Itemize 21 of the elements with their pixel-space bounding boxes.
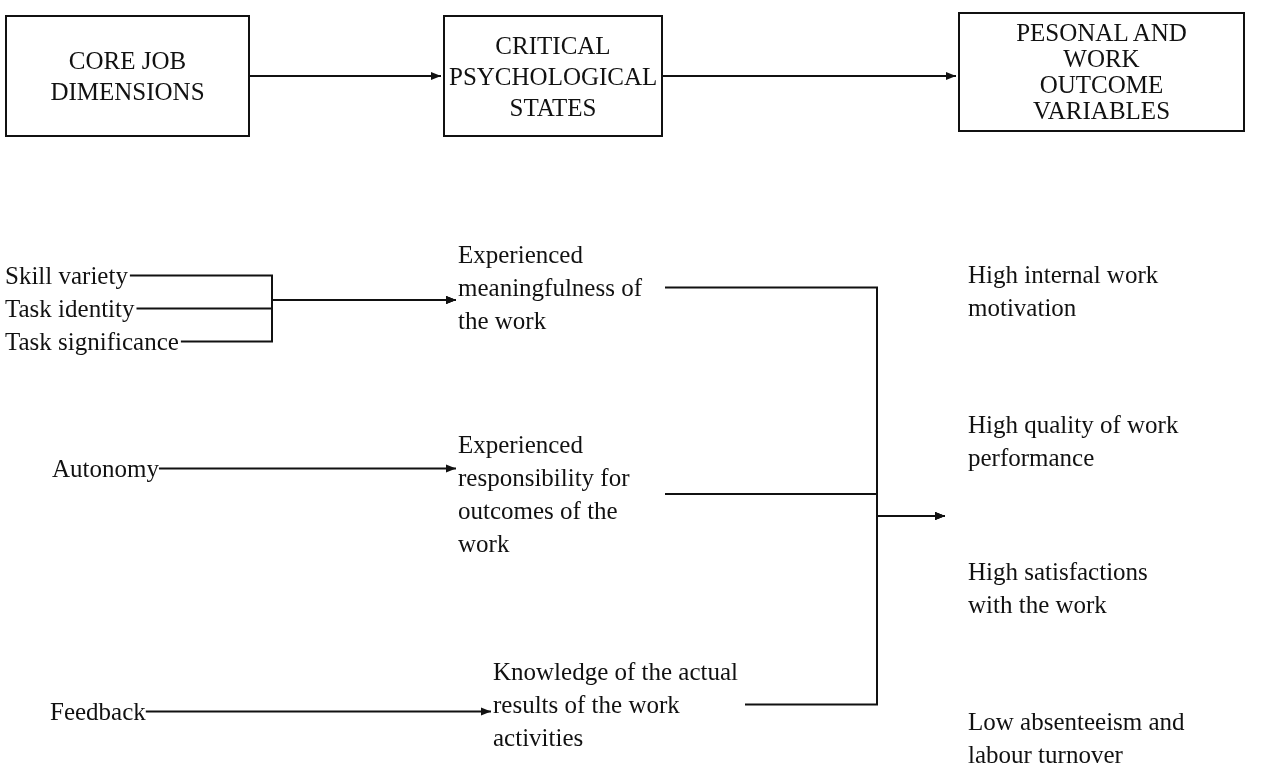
item-text: Autonomy — [52, 452, 159, 485]
header-box: CORE JOB DIMENSIONS — [5, 15, 250, 137]
arrow — [157, 464, 457, 473]
outcome-text: High satisfactions with the work — [968, 557, 1149, 620]
outcome-text: High internal work motivation — [968, 260, 1160, 323]
outcome-text: High quality of work performance — [968, 410, 1180, 473]
header-box: PESONAL AND WORK OUTCOME VARIABLES — [958, 12, 1245, 132]
item-text: Knowledge of the actual results of the work activities — [493, 655, 743, 754]
item-text: Experienced responsibility for outcomes of the work — [458, 428, 663, 560]
bracket-arrow — [179, 296, 457, 343]
item-text: Skill variety — [5, 259, 128, 292]
item-text: Experienced meaningfulness of the work — [458, 238, 663, 337]
header-box: CRITICAL PSYCHOLOGICAL STATES — [443, 15, 663, 137]
item-text: Task significance — [5, 325, 179, 358]
arrow — [144, 707, 492, 716]
arrow — [249, 72, 442, 80]
arrow — [662, 72, 957, 80]
item-text: Task identity — [5, 292, 135, 325]
outcome-text: Low absenteeism and labour turnover — [968, 707, 1186, 769]
item-text: Feedback — [50, 695, 146, 728]
bracket-arrow — [744, 512, 946, 706]
